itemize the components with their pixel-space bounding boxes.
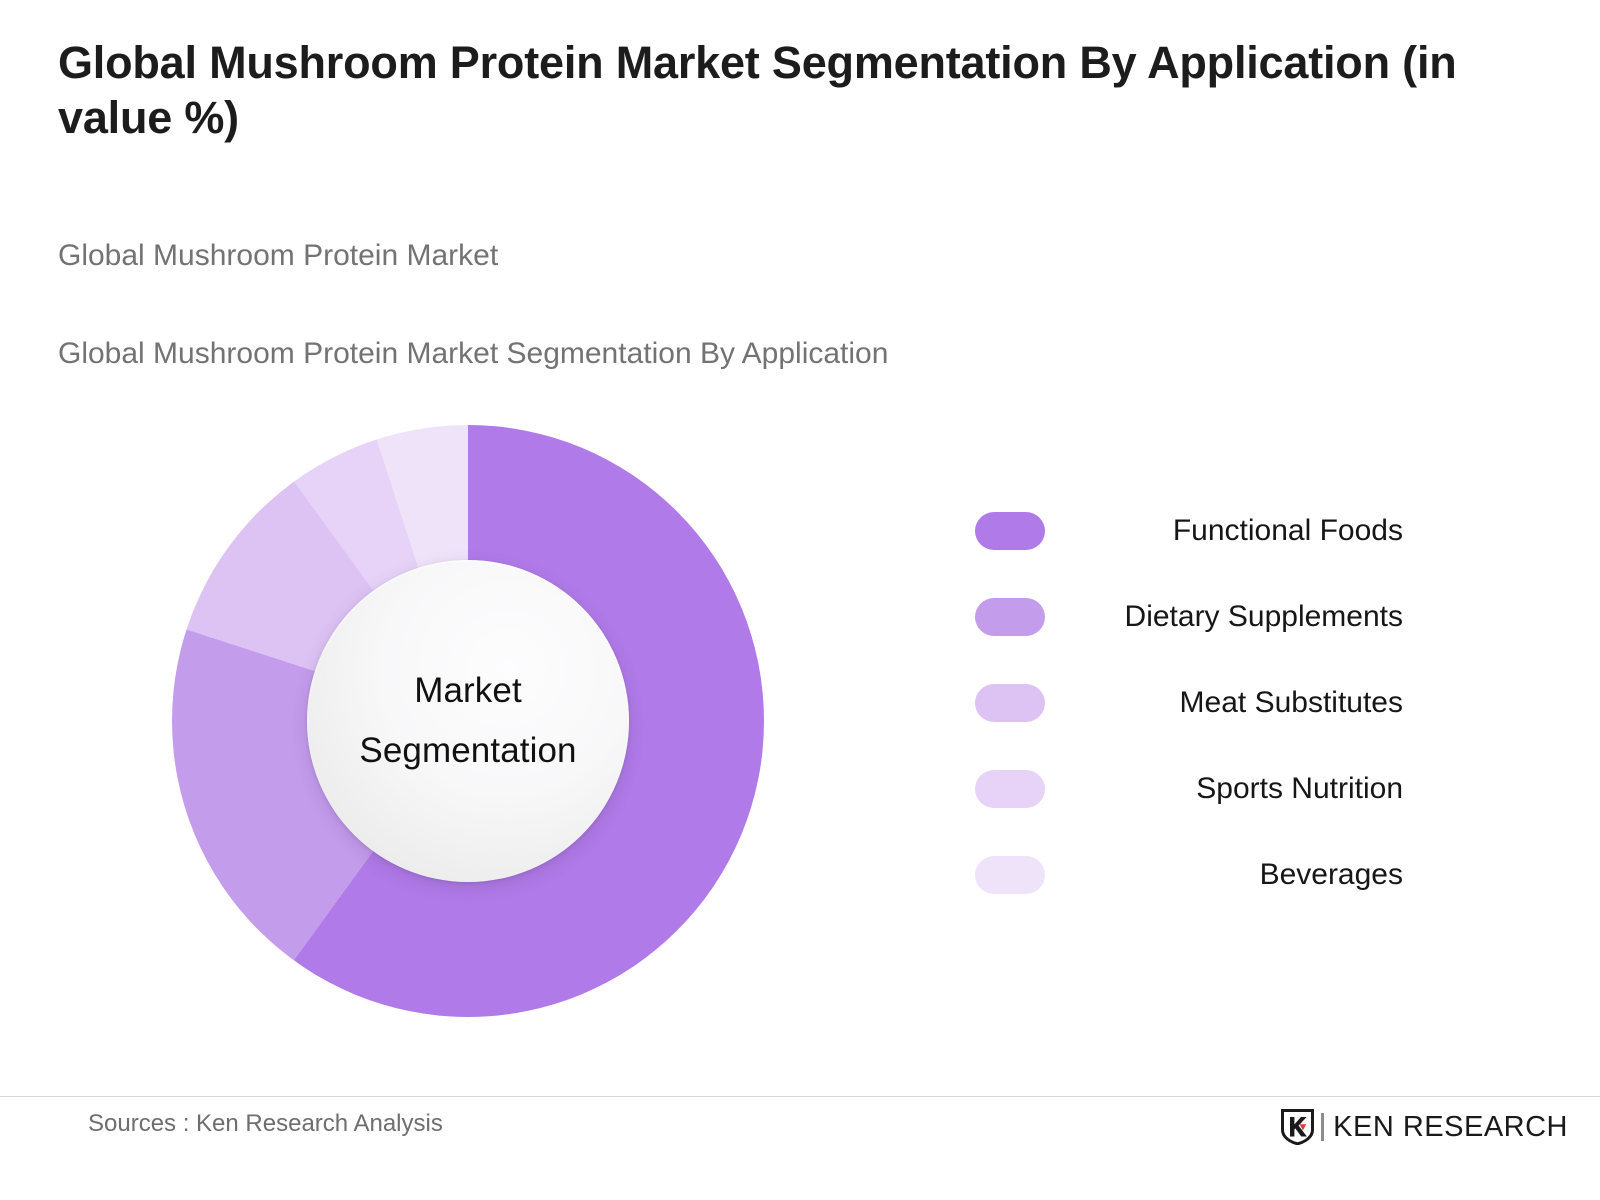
legend-item-label: Meat Substitutes <box>1179 686 1403 719</box>
logo-separator <box>1321 1113 1325 1141</box>
page-title: Global Mushroom Protein Market Segmentat… <box>58 37 1457 143</box>
page-subtitle: Global Mushroom Protein Market Global Mu… <box>58 184 1578 427</box>
legend-item-label: Beverages <box>1259 858 1403 891</box>
legend-swatch-icon <box>975 598 1045 636</box>
donut-center-label: Market Segmentation <box>359 670 577 770</box>
ken-shield-k-icon <box>1281 1109 1315 1145</box>
legend-item[interactable]: Meat Substitutes <box>975 680 1405 726</box>
donut-chart: Market Segmentation <box>172 425 764 1017</box>
legend-swatch-icon <box>975 770 1045 808</box>
brand-name: KEN RESEARCH <box>1333 1111 1568 1144</box>
header: Global Mushroom Protein Market Segmentat… <box>58 36 1578 427</box>
ken-research-logo: KEN RESEARCH <box>1281 1107 1568 1147</box>
legend-item[interactable]: Dietary Supplements <box>975 594 1405 640</box>
legend-item-label: Sports Nutrition <box>1196 772 1403 805</box>
donut-center-circle: Market Segmentation <box>307 560 629 882</box>
footer-source-text: Sources : Ken Research Analysis <box>88 1110 443 1137</box>
subtitle-line-2: Global Mushroom Protein Market Segmentat… <box>58 336 889 370</box>
legend-swatch-icon <box>975 512 1045 550</box>
footer-divider <box>0 1096 1600 1097</box>
brand-name-text: KEN RESEARCH <box>1333 1110 1568 1143</box>
legend-item-label: Dietary Supplements <box>1124 600 1403 633</box>
subtitle-line-1: Global Mushroom Protein Market <box>58 239 499 273</box>
legend-swatch-icon <box>975 856 1045 894</box>
legend-swatch-icon <box>975 684 1045 722</box>
legend-item[interactable]: Beverages <box>975 852 1405 898</box>
legend-item-label: Functional Foods <box>1172 514 1403 547</box>
legend-item[interactable]: Functional Foods <box>975 508 1405 554</box>
legend-item[interactable]: Sports Nutrition <box>975 766 1405 812</box>
